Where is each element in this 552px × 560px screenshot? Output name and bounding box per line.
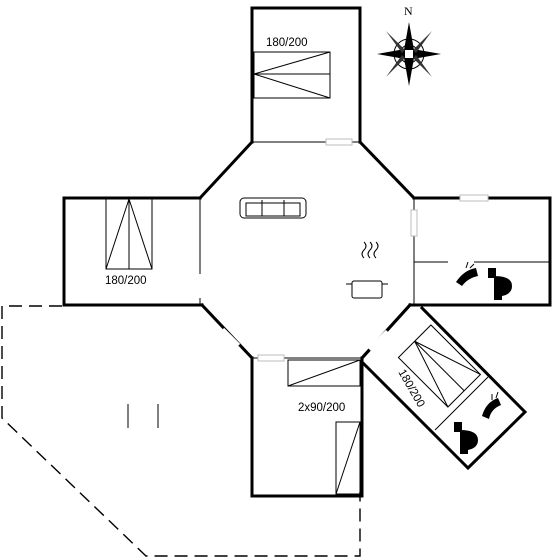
bed-double-north — [253, 51, 331, 99]
bed-label-north: 180/200 — [266, 37, 308, 49]
bed-single-south-top — [287, 359, 361, 387]
north-label: N — [404, 4, 413, 18]
bed-label-west: 180/200 — [105, 275, 147, 287]
bed-double-west — [105, 198, 153, 270]
kitchen-pot-icon — [346, 241, 388, 299]
bed-double-southeast — [397, 324, 482, 408]
bed-label-south: 2x90/200 — [298, 402, 345, 414]
shower-icon — [482, 391, 501, 419]
toilet-icon — [488, 268, 512, 300]
bed-single-south-right — [335, 421, 361, 495]
exterior-walls — [62, 6, 552, 498]
toilet-icon — [454, 422, 478, 454]
openings — [197, 138, 489, 362]
bed-label-southeast: 180/200 — [395, 368, 426, 410]
terrace-outline — [1, 305, 361, 557]
compass-rose — [377, 22, 441, 86]
sofa-icon — [239, 197, 307, 219]
shower-icon — [456, 261, 478, 286]
